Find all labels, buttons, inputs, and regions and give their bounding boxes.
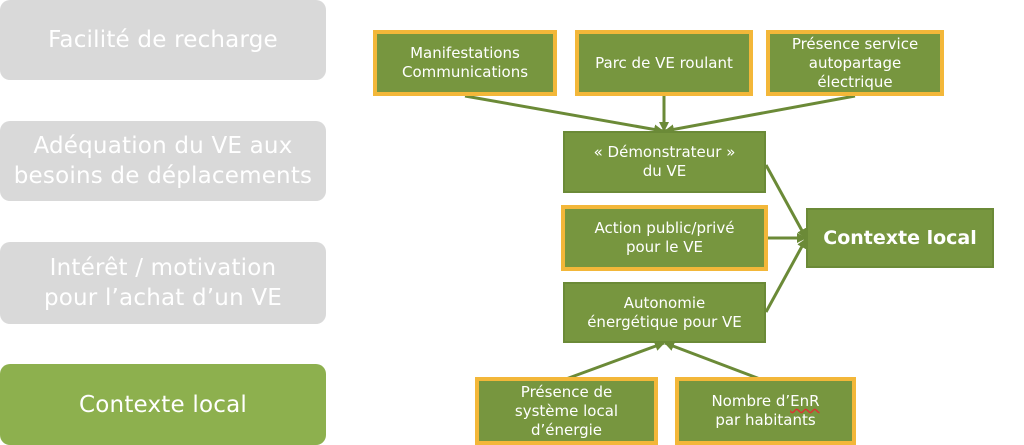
node-action-public-prive: Action public/privé pour le VE — [561, 205, 768, 271]
arrow-systeme-to-autonomie — [565, 341, 665, 381]
node-demonstrateur-ve: « Démonstrateur » du VE — [563, 131, 766, 193]
node-manifestations-communications: Manifestations Communications — [373, 30, 557, 96]
arrow-demonstrateur-to-contexte — [764, 164, 808, 239]
node-contexte-local: Contexte local — [806, 208, 994, 268]
arrow-autopartage-to-demonstrateur — [664, 94, 856, 135]
sidebar-item-label: Contexte local — [79, 391, 247, 418]
sidebar-item-label: Adéquation du VE aux besoins de déplacem… — [13, 133, 313, 189]
node-systeme-local-energie: Présence de système local d’énergie — [475, 377, 658, 445]
node-autonomie-energetique: Autonomie énergétique pour VE — [563, 282, 766, 343]
sidebar-item-facilite-recharge[interactable]: Facilité de recharge — [0, 0, 326, 80]
node-nombre-enr: Nombre d’EnR par habitants — [675, 377, 856, 445]
node-parc-ve-roulant: Parc de VE roulant — [575, 30, 753, 96]
arrow-autonomie-to-contexte — [764, 238, 808, 313]
sidebar-item-adequation[interactable]: Adéquation du VE aux besoins de déplacem… — [0, 121, 326, 201]
node-autopartage-electrique: Présence service autopartage électrique — [766, 30, 944, 96]
sidebar-item-interet-motivation[interactable]: Intérêt / motivation pour l’achat d’un V… — [0, 242, 326, 324]
sidebar-item-label: Intérêt / motivation pour l’achat d’un V… — [43, 255, 283, 311]
sidebar-item-label: Facilité de recharge — [48, 27, 278, 53]
arrow-manifestations-to-demonstrateur — [464, 94, 664, 135]
sidebar-item-contexte-local[interactable]: Contexte local — [0, 364, 326, 445]
arrow-enr-to-autonomie — [664, 341, 761, 381]
